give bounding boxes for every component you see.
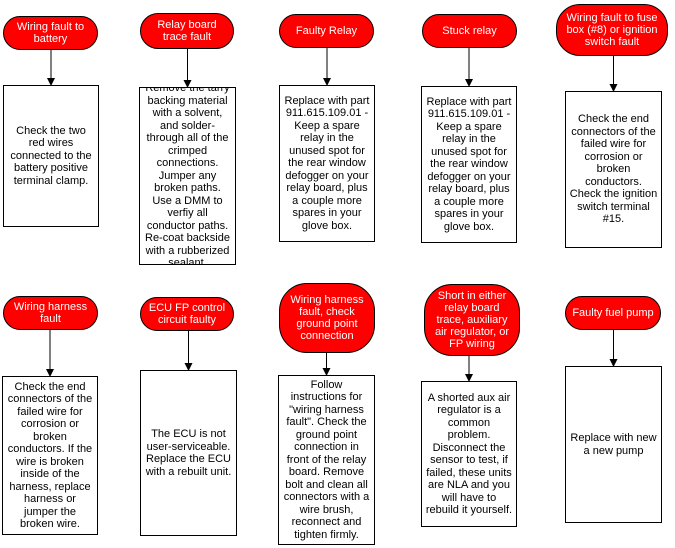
fix-box-2[interactable]: Remove the tarry backing material with a… bbox=[139, 87, 236, 265]
fix-box-7[interactable]: The ECU is not user-serviceable. Replace… bbox=[140, 370, 237, 536]
fix-box-10[interactable]: Replace with new a new pump bbox=[565, 366, 662, 523]
cause-node-7[interactable]: ECU FP control circuit faulty bbox=[140, 297, 234, 331]
fix-box-6[interactable]: Check the end connectors of the failed w… bbox=[2, 376, 98, 535]
cause-node-6[interactable]: Wiring harness fault bbox=[3, 296, 98, 330]
cause-node-8[interactable]: Wiring harness fault, check ground point… bbox=[279, 283, 375, 353]
fix-box-1[interactable]: Check the two red wires connected to the… bbox=[3, 85, 99, 227]
cause-node-9[interactable]: Short in either relay board trace, auxil… bbox=[424, 284, 520, 356]
cause-node-2[interactable]: Relay board trace fault bbox=[140, 13, 234, 49]
fix-box-4[interactable]: Replace with part 911.615.109.01 - Keep … bbox=[421, 86, 517, 243]
fix-box-9[interactable]: A shorted aux air regulator is a common … bbox=[421, 381, 517, 527]
cause-node-10[interactable]: Faulty fuel pump bbox=[565, 296, 661, 330]
fix-box-8[interactable]: Follow instructions for "wiring harness … bbox=[278, 375, 375, 545]
cause-node-1[interactable]: Wiring fault to battery bbox=[3, 16, 98, 50]
cause-node-4[interactable]: Stuck relay bbox=[422, 14, 517, 48]
cause-node-3[interactable]: Faulty Relay bbox=[279, 14, 374, 48]
fix-box-5[interactable]: Check the end connectors of the failed w… bbox=[565, 91, 662, 248]
cause-node-5[interactable]: Wiring fault to fuse box (#8) or ignitio… bbox=[556, 4, 668, 56]
fix-box-3[interactable]: Replace with part 911.615.109.01 - Keep … bbox=[279, 85, 375, 242]
